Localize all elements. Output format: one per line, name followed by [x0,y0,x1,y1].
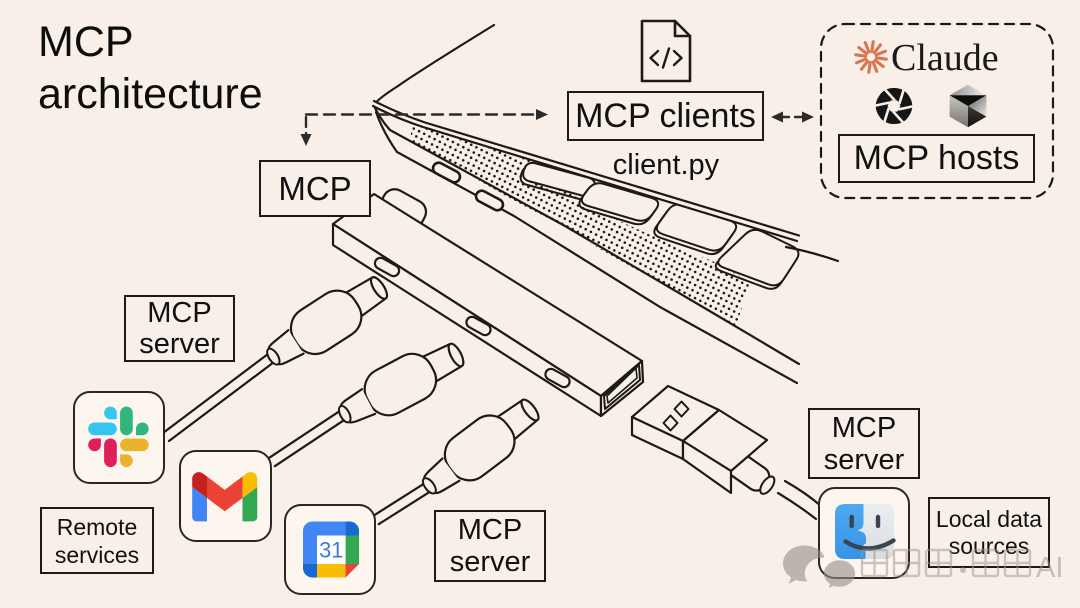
svg-text:AI: AI [1036,552,1063,584]
svg-text:31: 31 [319,538,343,563]
svg-text:Claude: Claude [891,37,999,79]
